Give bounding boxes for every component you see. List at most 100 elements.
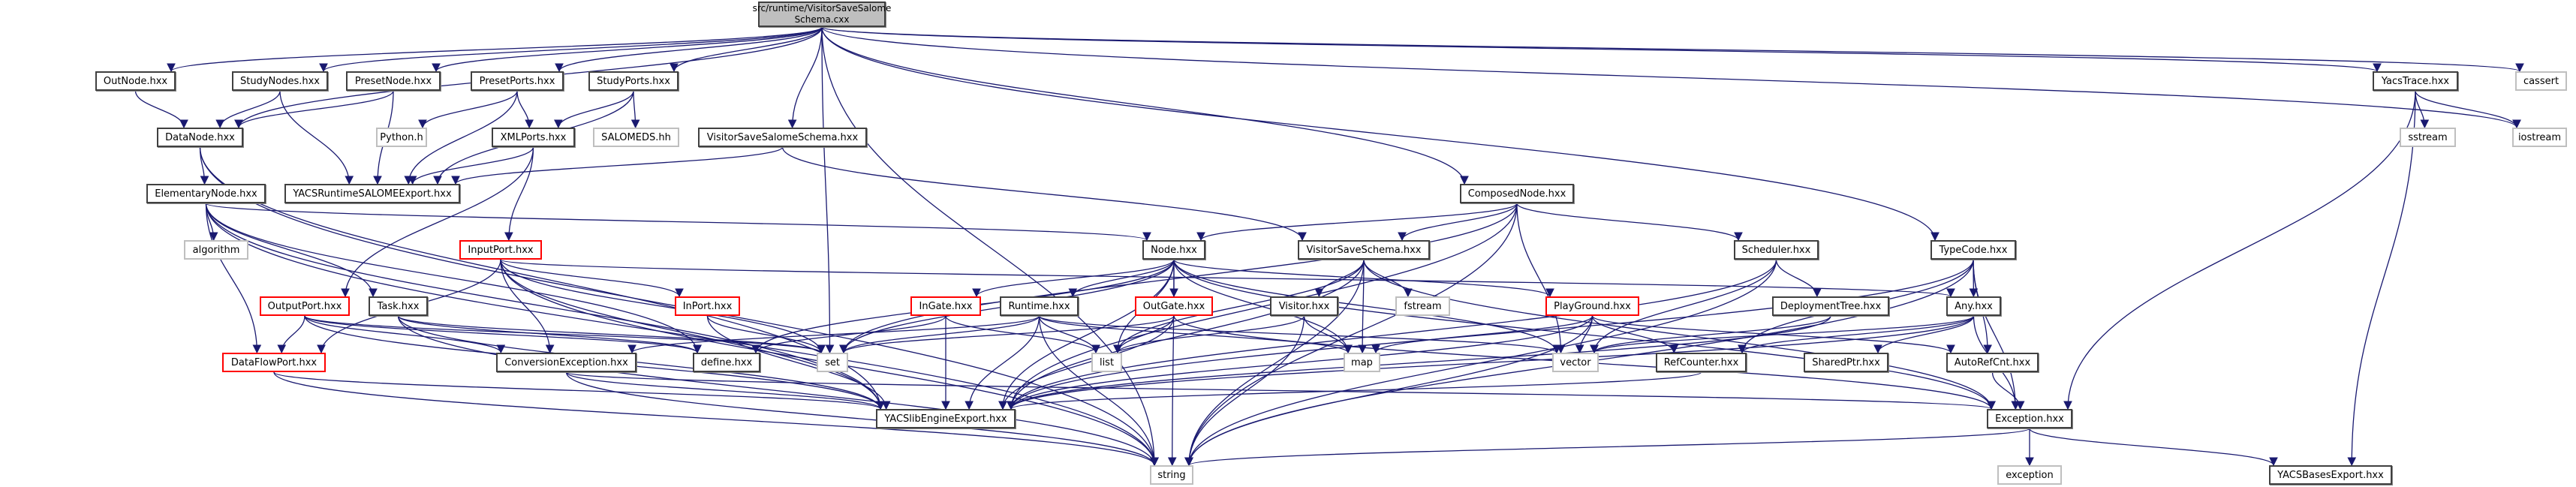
graph-node-inport[interactable]: InPort.hxx xyxy=(675,296,740,316)
graph-node-list: list xyxy=(1091,353,1122,372)
graph-node-xmlports[interactable]: XMLPorts.hxx xyxy=(492,128,575,147)
graph-node-yacsbasesexport[interactable]: YACSBasesExport.hxx xyxy=(2269,465,2392,485)
edge-any-to-vector xyxy=(1590,315,1975,354)
graph-node-conversionexception[interactable]: ConversionException.hxx xyxy=(496,353,636,372)
graph-node-yacsruntimesalomeexport[interactable]: YACSRuntimeSALOMEExport.hxx xyxy=(284,184,460,203)
node-label: iostream xyxy=(2517,131,2562,143)
node-label: string xyxy=(1157,469,1186,481)
edge-exception-to-string xyxy=(1184,428,2030,467)
graph-node-scheduler[interactable]: Scheduler.hxx xyxy=(1734,240,1819,260)
edge-root-to-presetports xyxy=(555,26,823,73)
graph-node-autorefcnt[interactable]: AutoRefCnt.hxx xyxy=(1946,353,2039,372)
edge-runtime-to-set xyxy=(839,315,1040,354)
node-label: src/runtime/VisitorSaveSalome Schema.cxx xyxy=(752,3,892,25)
edge-inport-to-set xyxy=(706,315,826,354)
node-label: YACSlibEngineExport.hxx xyxy=(884,413,1007,425)
graph-node-sharedptr[interactable]: SharedPtr.hxx xyxy=(1804,353,1888,372)
graph-node-root[interactable]: src/runtime/VisitorSaveSalome Schema.cxx xyxy=(753,2,891,27)
graph-node-playground[interactable]: PlayGround.hxx xyxy=(1545,296,1639,316)
node-label: ConversionException.hxx xyxy=(504,356,628,368)
edge-yacstrace-to-iostream xyxy=(2415,90,2521,129)
edge-task-to-define xyxy=(397,315,702,354)
node-label: sstream xyxy=(2408,131,2448,143)
edge-root-to-visitorsavesalomeschema xyxy=(787,26,823,129)
graph-node-any[interactable]: Any.hxx xyxy=(1946,296,2001,316)
node-label: InputPort.hxx xyxy=(468,244,534,256)
edge-presetnode-to-datanode xyxy=(234,90,394,129)
edge-composednode-to-set xyxy=(839,203,1518,354)
graph-node-refcounter[interactable]: RefCounter.hxx xyxy=(1656,353,1747,372)
edge-presetports-to-xmlports xyxy=(516,90,534,129)
graph-node-inputport[interactable]: InputPort.hxx xyxy=(459,240,542,260)
graph-node-deploymenttree[interactable]: DeploymentTree.hxx xyxy=(1772,296,1889,316)
graph-node-node[interactable]: Node.hxx xyxy=(1142,240,1205,260)
graph-node-task[interactable]: Task.hxx xyxy=(369,296,428,316)
edge-root-to-cassert xyxy=(821,26,2523,73)
edge-playground-to-string xyxy=(1184,315,1593,467)
node-label: PresetPorts.hxx xyxy=(479,75,555,87)
node-label: Scheduler.hxx xyxy=(1741,244,1811,256)
node-label: ElementaryNode.hxx xyxy=(155,188,257,200)
graph-node-studynodes[interactable]: StudyNodes.hxx xyxy=(232,71,328,91)
edge-node-to-map xyxy=(1173,259,1353,354)
edge-inputport-to-inport xyxy=(500,259,684,298)
graph-node-ingate[interactable]: InGate.hxx xyxy=(910,296,981,316)
node-label: Exception.hxx xyxy=(1995,413,2064,425)
node-label: define.hxx xyxy=(700,356,753,368)
node-label: OutGate.hxx xyxy=(1142,300,1205,312)
edge-node-to-ingate xyxy=(972,259,1175,298)
edge-node-to-playground xyxy=(1173,259,1554,298)
edge-yacstrace-to-exception xyxy=(2063,90,2416,410)
graph-node-exception[interactable]: Exception.hxx xyxy=(1987,409,2072,428)
edge-composednode-to-vector xyxy=(1516,203,1566,354)
edge-composednode-to-scheduler xyxy=(1516,203,1743,242)
edge-studynodes-to-datanode xyxy=(215,90,281,129)
edge-node-to-exception xyxy=(1173,259,1996,410)
graph-node-studyports[interactable]: StudyPorts.hxx xyxy=(588,71,679,91)
edge-root-to-presetnode xyxy=(432,26,823,73)
graph-node-string: string xyxy=(1150,465,1193,485)
graph-node-iostream: iostream xyxy=(2512,128,2567,147)
graph-node-salomeds: SALOMEDS.hh xyxy=(593,128,679,147)
edge-elementarynode-to-define xyxy=(205,203,702,354)
graph-node-datanode[interactable]: DataNode.hxx xyxy=(157,128,243,147)
graph-node-outputport[interactable]: OutputPort.hxx xyxy=(260,296,350,316)
graph-node-yacstrace[interactable]: YacsTrace.hxx xyxy=(2373,71,2458,91)
node-label: Any.hxx xyxy=(1955,300,1993,312)
edge-visitorsavesalomeschema-to-yacsruntimesalomeexport xyxy=(451,146,784,185)
edge-runtime-to-yacslibengineexport xyxy=(964,315,1040,410)
edge-scheduler-to-string xyxy=(1184,259,1777,467)
edge-autorefcnt-to-exception xyxy=(1991,371,2025,410)
graph-node-outgate[interactable]: OutGate.hxx xyxy=(1135,296,1213,316)
graph-node-typecode[interactable]: TypeCode.hxx xyxy=(1930,240,2016,260)
edge-conversionexception-to-string xyxy=(565,371,1159,467)
edge-root-to-studyports xyxy=(670,26,823,73)
graph-node-elementarynode[interactable]: ElementaryNode.hxx xyxy=(146,184,266,203)
edge-runtime-to-string xyxy=(1038,315,1159,467)
graph-node-yacslibengineexport[interactable]: YACSlibEngineExport.hxx xyxy=(876,409,1016,428)
node-label: XMLPorts.hxx xyxy=(500,131,567,143)
node-label: Runtime.hxx xyxy=(1008,300,1070,312)
graph-node-composednode[interactable]: ComposedNode.hxx xyxy=(1460,184,1574,203)
node-label: RefCounter.hxx xyxy=(1663,356,1739,368)
graph-node-dataflowport[interactable]: DataFlowPort.hxx xyxy=(222,353,326,372)
graph-node-presetnode[interactable]: PresetNode.hxx xyxy=(346,71,441,91)
edge-typecode-to-exception xyxy=(1973,259,2021,410)
edge-exception-to-yacsbasesexport xyxy=(2029,428,2278,467)
graph-node-visitorsavesalomeschema[interactable]: VisitorSaveSalomeSchema.hxx xyxy=(698,128,867,147)
edge-node-to-string xyxy=(1167,259,1177,467)
edge-ingate-to-list xyxy=(945,315,1100,354)
edge-outgate-to-yacslibengineexport xyxy=(998,315,1175,410)
edge-composednode-to-string xyxy=(1184,203,1518,467)
graph-node-visitorsaveschema[interactable]: VisitorSaveSchema.hxx xyxy=(1298,240,1430,260)
graph-node-outnode[interactable]: OutNode.hxx xyxy=(95,71,176,91)
edge-runtime-to-list xyxy=(1038,315,1100,354)
node-label: YACSRuntimeSALOMEExport.hxx xyxy=(293,188,452,200)
graph-node-visitor[interactable]: Visitor.hxx xyxy=(1270,296,1338,316)
graph-node-define[interactable]: define.hxx xyxy=(693,353,760,372)
graph-node-runtime[interactable]: Runtime.hxx xyxy=(1000,296,1079,316)
node-label: VisitorSaveSchema.hxx xyxy=(1306,244,1422,256)
graph-node-presetports[interactable]: PresetPorts.hxx xyxy=(471,71,564,91)
edge-visitorsaveschema-to-list xyxy=(1113,259,1365,354)
